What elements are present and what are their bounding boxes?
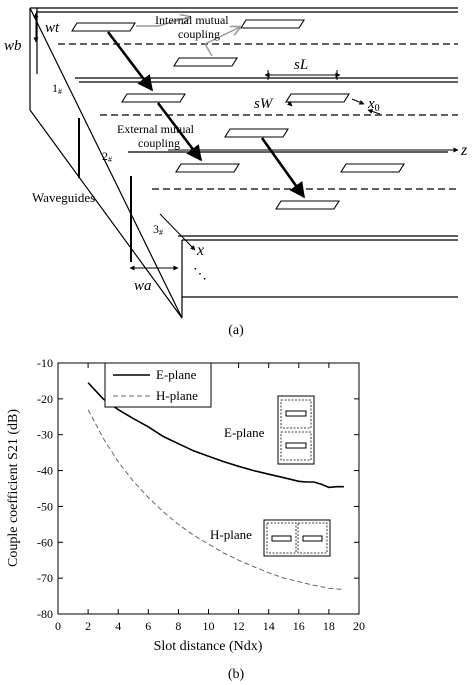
x0-label: x0 bbox=[367, 96, 380, 114]
y-tick-label: -70 bbox=[37, 571, 53, 585]
wg1-number: 1 bbox=[52, 81, 58, 95]
x-tick-label: 14 bbox=[263, 619, 275, 633]
slots bbox=[71, 19, 405, 210]
y-tick-label: -80 bbox=[37, 607, 53, 621]
y-tick-label: -40 bbox=[37, 464, 53, 478]
figure-b-caption: (b) bbox=[228, 667, 245, 682]
wg2-number: 2 bbox=[102, 149, 108, 163]
x-tick-label: 20 bbox=[353, 619, 365, 633]
x-tick-label: 2 bbox=[85, 619, 91, 633]
internal-coupling-label-1: Internal mutual bbox=[155, 13, 229, 27]
legend: E-plane H-plane bbox=[104, 362, 212, 408]
external-coupling-label-1: External mutual bbox=[117, 122, 195, 136]
x-tick-label: 18 bbox=[323, 619, 335, 633]
x-tick-label: 6 bbox=[145, 619, 151, 633]
sw-label: sW bbox=[254, 96, 274, 112]
x-axis-title: Slot distance (Ndx) bbox=[154, 639, 263, 654]
y-tick-label: -50 bbox=[37, 499, 53, 513]
wg1-suffix: # bbox=[58, 87, 62, 96]
wb-label: wb bbox=[4, 38, 22, 54]
wg3-suffix: # bbox=[159, 228, 163, 237]
eplane-inset-lower bbox=[280, 431, 312, 461]
x-tick-label: 0 bbox=[55, 619, 61, 633]
x-axis-label: x bbox=[196, 242, 204, 259]
x-axis-ticks: 0 2 4 6 8 10 12 14 16 18 20 bbox=[55, 363, 365, 633]
waveguide-structure bbox=[29, 7, 458, 319]
figure-a-labels: wt wb Internal mutual coupling sL sW x0 … bbox=[4, 13, 468, 338]
series-line-e-plane bbox=[87, 382, 344, 489]
eplane-inset-slot-upper bbox=[285, 410, 307, 417]
eplane-inset-label: E-plane bbox=[224, 425, 265, 440]
wt-label: wt bbox=[45, 20, 60, 36]
eplane-inset: E-plane bbox=[224, 395, 315, 465]
hplane-inset-slot-right bbox=[302, 535, 323, 542]
y-axis-ticks: -10 -20 -30 -40 -50 -60 -70 -80 bbox=[37, 356, 359, 621]
eplane-inset-slot-lower bbox=[285, 442, 307, 449]
legend-label-eplane: E-plane bbox=[156, 367, 197, 382]
y-axis-title: Couple coefficient S21 (dB) bbox=[6, 409, 21, 567]
x0-label-sub: 0 bbox=[375, 103, 380, 114]
x-tick-label: 4 bbox=[115, 619, 121, 633]
internal-coupling-label-2: coupling bbox=[178, 27, 220, 41]
wg3-number: 3 bbox=[153, 222, 159, 236]
wg2-suffix: # bbox=[108, 155, 112, 164]
figure-a-caption: (a) bbox=[228, 323, 244, 338]
eplane-inset-upper bbox=[280, 399, 312, 429]
y-tick-label: -10 bbox=[37, 356, 53, 370]
eplane-inset-outer bbox=[277, 395, 315, 465]
waveguides-label: Waveguides bbox=[32, 190, 95, 205]
legend-box bbox=[104, 362, 212, 408]
z-axis-label: z bbox=[460, 142, 468, 159]
sl-label: sL bbox=[294, 57, 308, 73]
x-tick-label: 16 bbox=[293, 619, 305, 633]
x-tick-label: 10 bbox=[203, 619, 215, 633]
wg1-label: 1# bbox=[52, 81, 62, 96]
hplane-inset-right bbox=[297, 522, 328, 554]
series-layer bbox=[87, 382, 344, 591]
dimension-markers bbox=[33, 12, 459, 271]
wg2-label: 2# bbox=[102, 149, 112, 164]
hplane-inset: H-plane bbox=[210, 519, 331, 557]
x-tick-label: 12 bbox=[233, 619, 245, 633]
figure-b-chart: -10 -20 -30 -40 -50 -60 -70 -80 0 2 4 6 8 10 12 14 16 18… bbox=[6, 356, 365, 682]
ellipsis-label: ⋱ bbox=[193, 267, 207, 282]
series-line-h-plane bbox=[87, 409, 344, 591]
y-tick-label: -60 bbox=[37, 535, 53, 549]
wa-label: wa bbox=[134, 278, 152, 294]
hplane-inset-left bbox=[266, 522, 297, 554]
x-tick-label: 8 bbox=[175, 619, 181, 633]
figure-a: wt wb Internal mutual coupling sL sW x0 … bbox=[4, 7, 468, 338]
external-coupling-label-2: coupling bbox=[138, 136, 180, 150]
y-tick-label: -30 bbox=[37, 428, 53, 442]
hplane-inset-slot-left bbox=[271, 535, 292, 542]
wg3-label: 3# bbox=[153, 222, 163, 237]
hplane-inset-label: H-plane bbox=[210, 527, 252, 542]
coupling-arrows bbox=[106, 17, 306, 199]
x0-label-main: x bbox=[367, 96, 375, 112]
legend-label-hplane: H-plane bbox=[156, 388, 198, 403]
y-tick-label: -20 bbox=[37, 392, 53, 406]
